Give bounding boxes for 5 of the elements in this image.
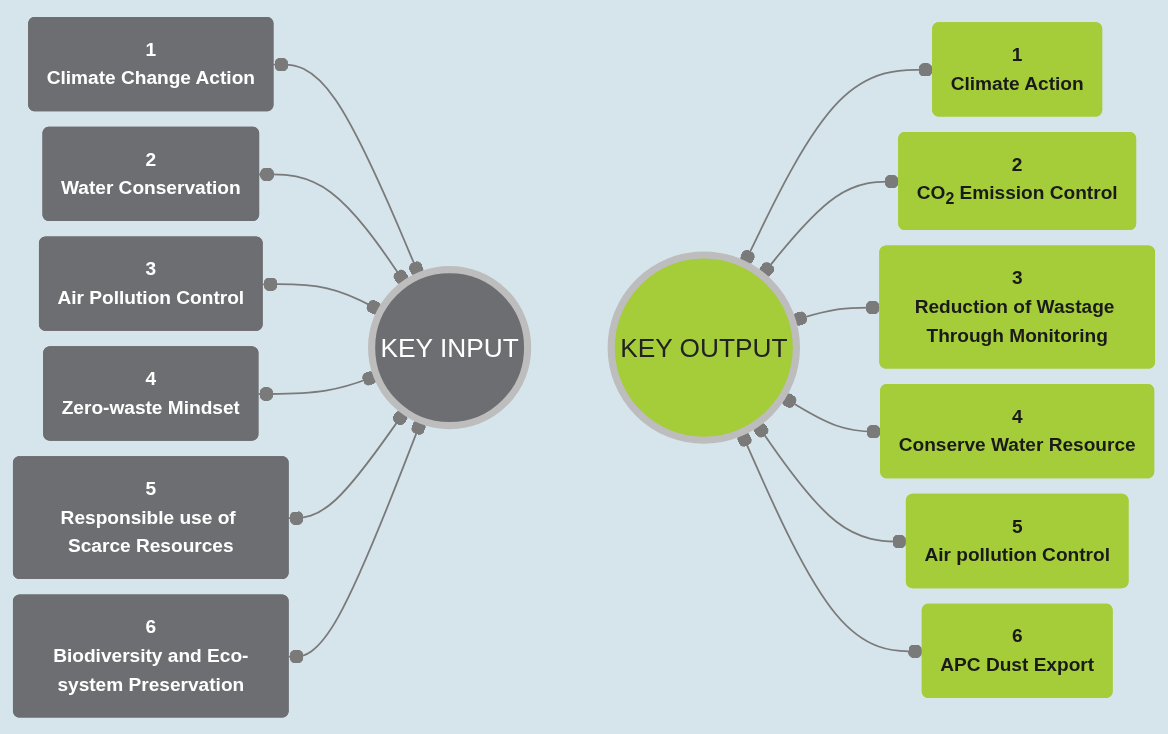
connector: [257, 370, 378, 401]
node-circle: KEY INPUT: [368, 265, 532, 429]
connector: [258, 166, 409, 285]
node-circle: KEY OUTPUT: [607, 251, 800, 444]
connector: [272, 57, 424, 277]
